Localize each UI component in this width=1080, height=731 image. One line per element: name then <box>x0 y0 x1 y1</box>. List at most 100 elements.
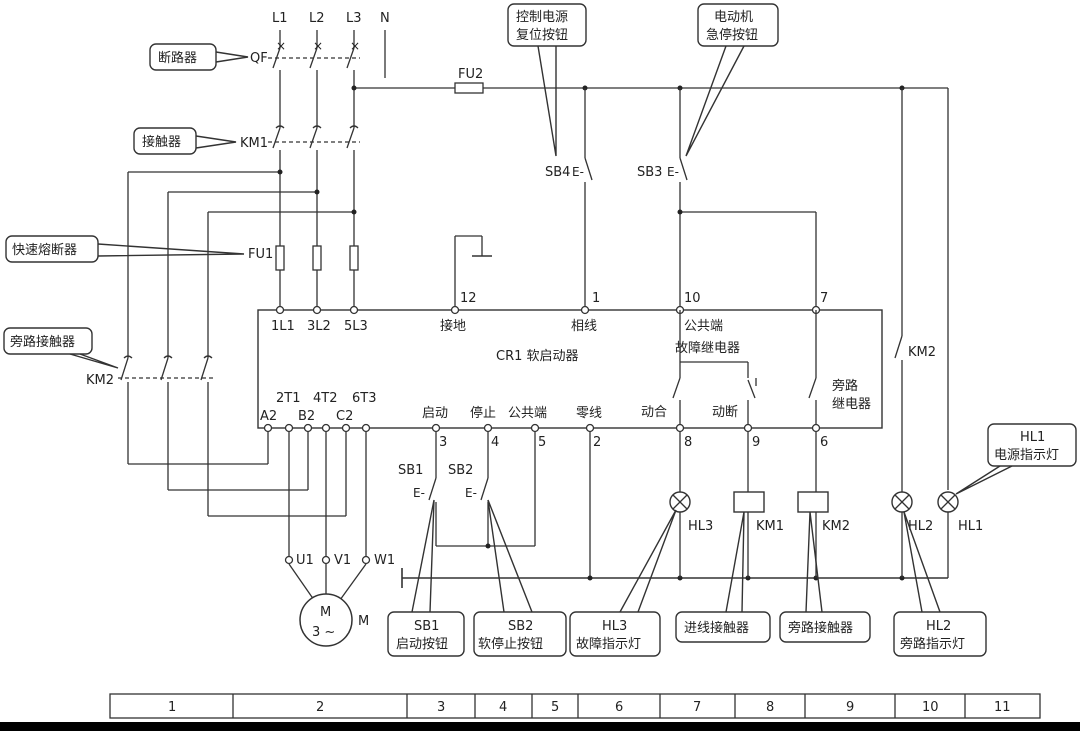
svg-text:旁路接触器: 旁路接触器 <box>788 620 853 636</box>
svg-text:电源指示灯: 电源指示灯 <box>994 448 1059 463</box>
motor-symbol-line1: M <box>320 605 331 620</box>
svg-text:控制电源: 控制电源 <box>516 10 568 25</box>
motor-symbol-line2: 3 ~ <box>312 625 335 640</box>
break-contact-label: 动断 <box>712 405 738 420</box>
terminal-3-label: 启动 <box>422 406 448 421</box>
terminal-2-num: 2 <box>593 435 601 450</box>
callout-qf: 断路器 <box>149 43 249 71</box>
terminal-4-num: 4 <box>491 435 499 450</box>
make-contact-label: 动合 <box>641 405 667 420</box>
qf-breaker-symbol: × × × QF <box>250 39 360 66</box>
out-a2: A2 <box>260 409 277 424</box>
terminal-4-label: 停止 <box>470 405 496 421</box>
hl3-label: HL3 <box>688 519 713 534</box>
svg-text:电动机: 电动机 <box>714 10 753 25</box>
ruler-col-9: 9 <box>846 700 854 715</box>
callout-km1-coil: 进线接触器 <box>675 511 771 643</box>
terminal-12-num: 12 <box>460 291 477 306</box>
terminal-10-label: 公共端 <box>684 319 723 334</box>
phase-label-l1: L1 <box>272 11 288 26</box>
terminal-1-label: 相线 <box>571 319 597 334</box>
ruler-col-7: 7 <box>693 700 701 715</box>
ruler-col-3: 3 <box>437 700 445 715</box>
svg-text:快速熔断器: 快速熔断器 <box>12 243 77 258</box>
svg-text:急停按钮: 急停按钮 <box>706 27 758 43</box>
svg-text:旁路指示灯: 旁路指示灯 <box>900 636 965 652</box>
ruler-col-1: 1 <box>168 700 176 715</box>
km1-coil <box>733 491 765 513</box>
start-stop-buttons: E- SB1 E- SB2 <box>398 432 536 549</box>
soft-starter-title: CR1 软启动器 <box>496 349 579 364</box>
svg-text:E-: E- <box>667 165 679 179</box>
sb2-label: SB2 <box>448 463 473 478</box>
bypass-tap-wiring: KM2 <box>86 169 357 517</box>
terminal-9-num: 9 <box>752 435 760 450</box>
motor-u1: U1 <box>296 553 314 568</box>
sb3-label: SB3 <box>637 165 662 180</box>
bypass-relay-label-2: 继电器 <box>832 397 871 412</box>
km2-coil <box>797 491 829 513</box>
svg-text:SB1: SB1 <box>414 619 439 634</box>
control-supply-wiring: FU2 SB4 E- SB3 E- KM2 <box>351 67 949 490</box>
out-6t3: 6T3 <box>352 391 376 406</box>
svg-text:HL1: HL1 <box>1020 430 1045 445</box>
terminal-5-label: 公共端 <box>508 406 547 421</box>
svg-text:×: × <box>276 39 286 53</box>
sb4-label: SB4 <box>545 165 570 180</box>
km1-label: KM1 <box>240 136 268 151</box>
callout-km1: 接触器 <box>133 127 237 155</box>
terminal-6-num: 6 <box>820 435 828 450</box>
svg-text:E-: E- <box>465 486 477 500</box>
callout-hl3: HL3 故障指示灯 <box>569 509 677 657</box>
fu2-label: FU2 <box>458 67 483 82</box>
km2-main-label: KM2 <box>86 373 114 388</box>
terminal-5l3: 5L3 <box>344 319 368 334</box>
callout-sb3: 电动机 急停按钮 <box>685 3 779 157</box>
ruler-col-5: 5 <box>551 700 559 715</box>
svg-text:接触器: 接触器 <box>142 134 181 150</box>
svg-text:SB2: SB2 <box>508 619 533 634</box>
phase-label-l2: L2 <box>309 11 325 26</box>
fu1-label: FU1 <box>248 247 273 262</box>
phase-labels: L1 L2 L3 N <box>272 11 390 26</box>
terminal-1-num: 1 <box>592 291 600 306</box>
callout-sb4: 控制电源 复位按钮 <box>507 3 587 157</box>
km2-aux-label: KM2 <box>908 345 936 360</box>
motor-tag: M <box>358 614 369 629</box>
svg-text:×: × <box>313 39 323 53</box>
ruler-col-4: 4 <box>499 700 507 715</box>
out-4t2: 4T2 <box>313 391 337 406</box>
terminal-3-num: 3 <box>439 435 447 450</box>
terminal-7-num: 7 <box>820 291 828 306</box>
terminal-8-num: 8 <box>684 435 692 450</box>
callout-hl1: HL1 电源指示灯 <box>955 423 1077 495</box>
motor-w1: W1 <box>374 553 395 568</box>
ruler-col-10: 10 <box>922 700 939 715</box>
svg-text:软停止按钮: 软停止按钮 <box>478 636 543 652</box>
terminal-5-num: 5 <box>538 435 546 450</box>
bypass-relay-label-1: 旁路 <box>832 378 858 394</box>
callout-hl2: HL2 旁路指示灯 <box>893 511 987 657</box>
svg-text:×: × <box>350 39 360 53</box>
hl2-label: HL2 <box>908 519 933 534</box>
ruler-col-8: 8 <box>766 700 774 715</box>
fu1-fuses: FU1 <box>248 245 359 271</box>
svg-text:HL3: HL3 <box>602 619 627 634</box>
phase-label-l3: L3 <box>346 11 362 26</box>
column-ruler: 1 2 3 4 5 6 7 8 9 10 11 <box>109 693 1041 719</box>
svg-text:启动按钮: 启动按钮 <box>396 637 448 652</box>
callout-sb2: SB2 软停止按钮 <box>473 499 567 657</box>
out-c2: C2 <box>336 409 353 424</box>
hl1-label: HL1 <box>958 519 983 534</box>
sb1-label: SB1 <box>398 463 423 478</box>
svg-text:旁路接触器: 旁路接触器 <box>10 334 75 350</box>
soft-starter-cr1: CR1 软启动器 1L1 3L2 5L3 12 接地 1 相线 10 公共端 7… <box>257 291 883 450</box>
terminal-2-label: 零线 <box>576 406 602 421</box>
output-loads: HL3 KM1 KM2 HL2 HL1 <box>401 432 983 588</box>
fault-relay-label: 故障继电器 <box>675 341 740 356</box>
callout-km2-coil: 旁路接触器 <box>779 511 871 643</box>
out-b2: B2 <box>298 409 315 424</box>
km2-coil-label: KM2 <box>822 519 850 534</box>
terminal-1l1: 1L1 <box>271 319 295 334</box>
